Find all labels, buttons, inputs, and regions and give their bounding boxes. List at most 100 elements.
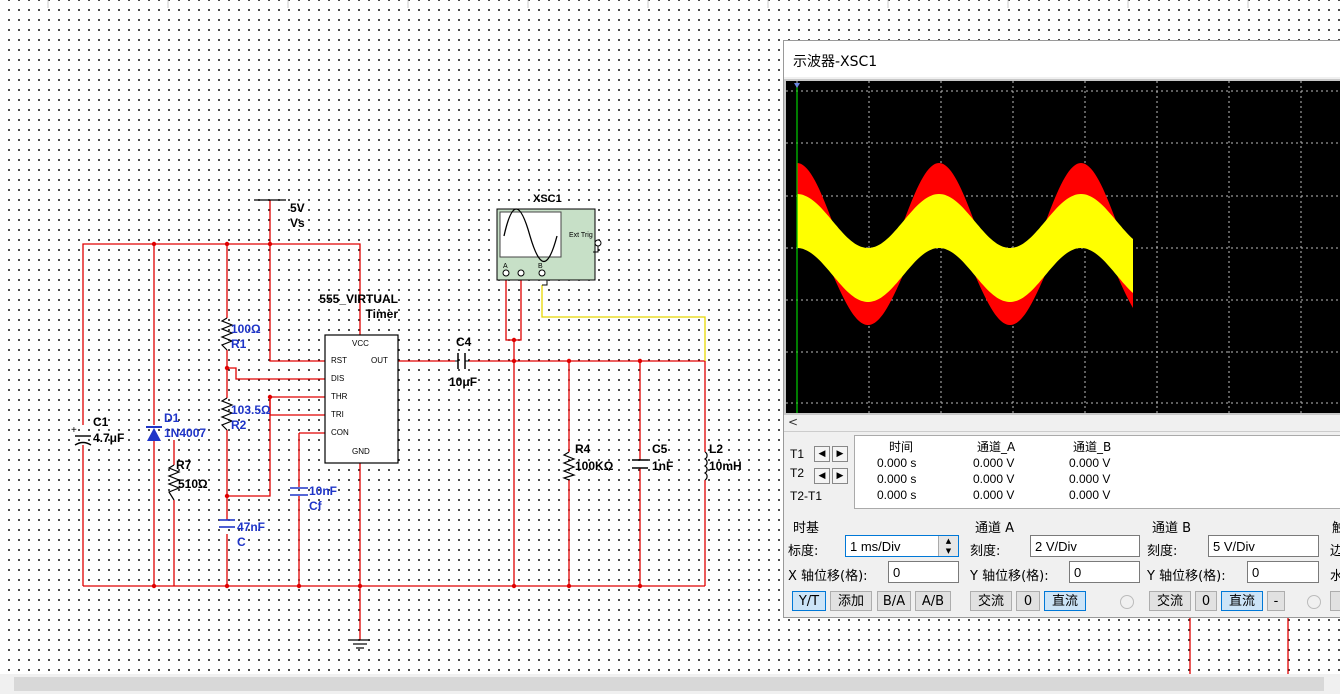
scroll-left-icon[interactable]: < — [788, 415, 799, 429]
channel-b-ypos-input[interactable]: 0 — [1247, 561, 1319, 583]
pin-thr-label: THR — [331, 392, 348, 401]
row2-time: 0.000 s — [877, 472, 917, 486]
probe-b-wire[interactable] — [541, 285, 706, 361]
schematic-canvas[interactable]: 5V Vs 555_VIRTUAL Timer VCC RST OUT DIS … — [0, 0, 1340, 674]
c1-value-label: 4.7μF — [93, 431, 124, 445]
timebase-scale-label: 标度: — [788, 544, 819, 559]
capacitor-c5[interactable]: C5 1nF — [632, 442, 673, 473]
scope-scrollbar[interactable]: < — [784, 415, 1340, 432]
pin-tri-label: TRI — [331, 410, 344, 419]
channel-a-ypos-label: Y 轴位移(格): — [970, 569, 1049, 584]
channel-b-trace — [797, 194, 1133, 302]
t1-label: T1 — [790, 447, 805, 461]
pin-gnd-label: GND — [352, 447, 370, 456]
r4-name-label: R4 — [575, 442, 591, 456]
timebase-spinner-icon[interactable]: ▲▼ — [938, 536, 958, 556]
ext-trig-label: Ext Trig — [569, 232, 593, 239]
circuit-wires[interactable] — [82, 200, 1289, 674]
l2-value-label: 10mH — [709, 459, 742, 473]
c5-value-label: 1nF — [652, 459, 673, 473]
trigger-group: 触 边 水 — [1324, 513, 1340, 617]
channel-b-minus-button[interactable]: - — [1267, 591, 1285, 611]
t2-right-arrow-icon[interactable]: ▶ — [832, 468, 848, 484]
vcc-source[interactable]: 5V Vs — [254, 199, 305, 230]
xsc-b-label: B — [538, 263, 543, 270]
channel-b-scale-input[interactable]: 5 V/Div — [1208, 535, 1319, 557]
timebase-group: 时基 标度: 1 ms/Div ▲▼ X 轴位移(格): 0 Y/T 添加 B/… — [784, 513, 964, 617]
timer-555[interactable]: 555_VIRTUAL Timer VCC RST OUT DIS THR TR… — [319, 292, 399, 464]
ground-symbol[interactable] — [350, 639, 370, 649]
x-position-input[interactable]: 0 — [888, 561, 959, 583]
r7-name-label: R7 — [176, 458, 192, 472]
t1-right-arrow-icon[interactable]: ▶ — [832, 446, 848, 462]
resistor-r2[interactable]: 103.5Ω R2 — [220, 397, 271, 432]
channel-a-scale-input[interactable]: 2 V/Div — [1030, 535, 1140, 557]
capacitor-c1[interactable]: + C1 4.7μF — [71, 415, 124, 446]
row3-a: 0.000 V — [973, 488, 1015, 502]
channel-b-ac-button[interactable]: 交流 — [1149, 591, 1191, 611]
header-channel-a: 通道_A — [977, 440, 1016, 454]
pin-dis-label: DIS — [331, 374, 344, 383]
trigger-edge-button[interactable] — [1330, 591, 1340, 611]
timebase-title: 时基 — [793, 521, 820, 536]
t2-label: T2 — [790, 466, 805, 480]
inductor-l2[interactable]: L2 10mH — [703, 442, 742, 481]
cursor-t1-handle[interactable] — [794, 83, 800, 88]
row3-time: 0.000 s — [877, 488, 917, 502]
measurement-readout: 时间 通道_A 通道_B 0.000 s 0.000 V 0.000 V 0.0… — [854, 435, 1340, 509]
vs-name-label: Vs — [290, 216, 305, 230]
c1-polarity-plus: + — [71, 425, 77, 436]
row1-a: 0.000 V — [973, 456, 1015, 470]
cf-value-label: 10nF — [309, 484, 337, 498]
ba-mode-button[interactable]: B/A — [877, 591, 911, 611]
r1-value-label: 100Ω — [231, 322, 261, 336]
c4-name-label: C4 — [456, 335, 472, 349]
channel-b-radio[interactable] — [1307, 595, 1321, 609]
channel-a-ac-button[interactable]: 交流 — [970, 591, 1012, 611]
channel-a-group: 通道 A 刻度: 2 V/Div Y 轴位移(格): 0 交流 0 直流 — [965, 513, 1143, 617]
channel-b-group: 通道 B 刻度: 5 V/Div Y 轴位移(格): 0 交流 0 直流 - — [1144, 513, 1322, 617]
channel-b-scale-label: 刻度: — [1147, 544, 1178, 559]
channel-b-title: 通道 B — [1152, 521, 1192, 536]
ab-mode-button[interactable]: A/B — [915, 591, 951, 611]
pin-vcc-label: VCC — [352, 339, 369, 348]
capacitor-c4[interactable]: C4 10μF — [449, 335, 477, 389]
resistor-r1[interactable]: 100Ω R1 — [220, 317, 261, 351]
capacitor-cf[interactable]: 10nF Cf — [290, 484, 337, 513]
row3-b: 0.000 V — [1069, 488, 1111, 502]
diode-d1[interactable]: D1 1N4007 — [146, 411, 206, 441]
channel-a-zero-button[interactable]: 0 — [1016, 591, 1040, 611]
r7-value-label: 510Ω — [178, 477, 208, 491]
header-channel-b: 通道_B — [1073, 440, 1112, 454]
oscilloscope-instrument[interactable]: XSC1 Ext Trig A B — [496, 193, 602, 281]
t2-left-arrow-icon[interactable]: ◀ — [814, 468, 830, 484]
channel-b-zero-button[interactable]: 0 — [1195, 591, 1217, 611]
t1-left-arrow-icon[interactable]: ◀ — [814, 446, 830, 462]
resistor-r7[interactable]: R7 510Ω — [167, 458, 208, 501]
channel-b-dc-button[interactable]: 直流 — [1221, 591, 1263, 611]
cursor-controls: T1 ◀ ▶ T2 ◀ ▶ T2-T1 — [784, 435, 854, 509]
scrollbar-thumb[interactable] — [14, 677, 1324, 691]
c1-name-label: C1 — [93, 415, 109, 429]
c-name-label: C — [237, 535, 246, 549]
timebase-scale-input[interactable]: 1 ms/Div — [845, 535, 959, 557]
vs-value-label: 5V — [290, 201, 305, 215]
resistor-r4[interactable]: R4 100KΩ — [562, 442, 614, 481]
scope-display[interactable] — [784, 79, 1340, 415]
channel-a-dc-button[interactable]: 直流 — [1044, 591, 1086, 611]
r2-value-label: 103.5Ω — [231, 403, 271, 417]
d1-name-label: D1 — [164, 411, 180, 425]
c-value-label: 47nF — [237, 520, 265, 534]
header-time: 时间 — [889, 440, 914, 454]
oscilloscope-window[interactable]: 示波器-XSC1 < T1 ◀ ▶ T2 ◀ ▶ T2-T1 时间 通道_ — [783, 40, 1340, 618]
channel-a-radio[interactable] — [1120, 595, 1134, 609]
pin-rst-label: RST — [331, 356, 347, 365]
yt-mode-button[interactable]: Y/T — [792, 591, 826, 611]
horizontal-scrollbar[interactable] — [0, 674, 1340, 694]
timer-model-label: 555_VIRTUAL — [319, 292, 398, 306]
window-titlebar[interactable]: 示波器-XSC1 — [784, 41, 1340, 77]
l2-name-label: L2 — [709, 442, 723, 456]
channel-a-ypos-input[interactable]: 0 — [1069, 561, 1140, 583]
capacitor-c[interactable]: 47nF C — [219, 519, 265, 549]
add-mode-button[interactable]: 添加 — [830, 591, 872, 611]
